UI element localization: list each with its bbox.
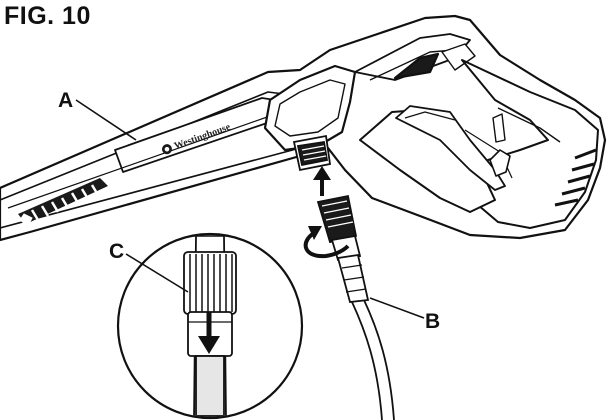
gun-inlet-connector [292, 134, 332, 172]
hose [351, 299, 395, 420]
callout-label-b: B [425, 310, 440, 333]
lance-vent-ribs [30, 184, 100, 221]
callout-label-c: C [109, 240, 124, 263]
callout-leaders [75, 99, 425, 319]
spray-gun-body [0, 14, 607, 242]
twist-rotation-arrow [303, 226, 350, 259]
detail-inset [116, 232, 304, 420]
hose-coupling [316, 194, 370, 303]
callout-label-a: A [58, 89, 73, 112]
figure-title: FIG. 10 [4, 2, 91, 30]
insertion-arrow [313, 166, 331, 196]
